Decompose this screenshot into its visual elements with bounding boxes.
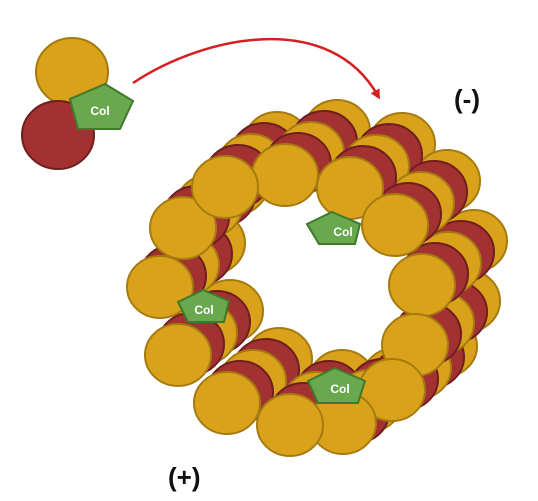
beta-tubulin-subunit — [191, 155, 259, 219]
colchicine-label: Col — [90, 104, 109, 118]
colchicine-label: Col — [194, 303, 213, 317]
beta-tubulin-subunit — [388, 253, 456, 317]
beta-tubulin-subunit — [149, 196, 217, 260]
incorporated-colchicine-bottom: Col — [306, 366, 367, 404]
incorporation-arrow — [132, 38, 380, 100]
colchicine-molecule: Col — [68, 82, 135, 130]
beta-tubulin-subunit — [193, 371, 261, 435]
plus-end-label: (+) — [168, 462, 201, 492]
colchicine-label: Col — [330, 382, 349, 396]
incorporated-colchicine-top: Col — [305, 210, 362, 245]
colchicine-pentagon — [176, 288, 231, 323]
beta-tubulin-subunit — [126, 255, 194, 319]
colchicine-pentagon — [68, 82, 135, 130]
minus-end-label: (-) — [454, 84, 480, 114]
colchicine-pentagon — [306, 366, 367, 404]
beta-tubulin-subunit — [251, 143, 319, 207]
colchicine-label: Col — [333, 225, 352, 239]
beta-tubulin-subunit — [144, 323, 212, 387]
beta-tubulin-subunit — [361, 193, 429, 257]
beta-tubulin-subunit — [256, 393, 324, 457]
colchicine-pentagon — [305, 210, 362, 245]
incorporated-colchicine-left: Col — [176, 288, 231, 323]
tubulin-colchicine-complex: Col — [21, 37, 135, 170]
